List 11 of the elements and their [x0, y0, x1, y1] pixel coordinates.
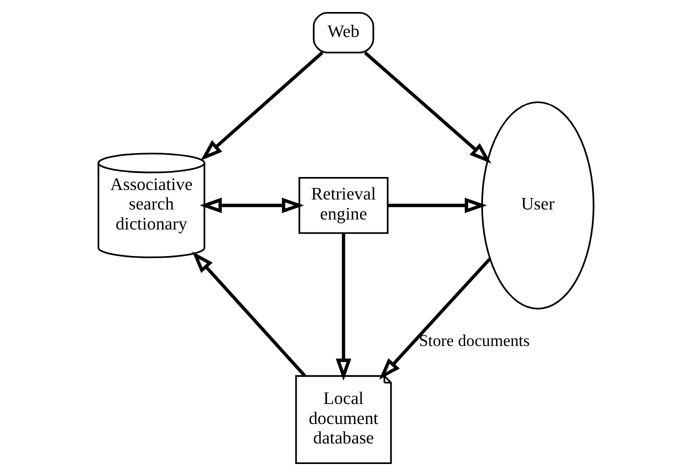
- arrow: [363, 51, 491, 164]
- edge-label: Store documents: [418, 331, 530, 350]
- arrow: [335, 233, 351, 381]
- arrow: [387, 198, 486, 214]
- node-ellipse: User: [480, 101, 594, 310]
- arrow: [199, 198, 304, 214]
- arrow: [378, 258, 491, 380]
- arrow: [192, 251, 306, 377]
- node-box: Retrieval engine: [298, 177, 388, 234]
- node-box: Web: [312, 12, 374, 54]
- arrow: [200, 51, 323, 161]
